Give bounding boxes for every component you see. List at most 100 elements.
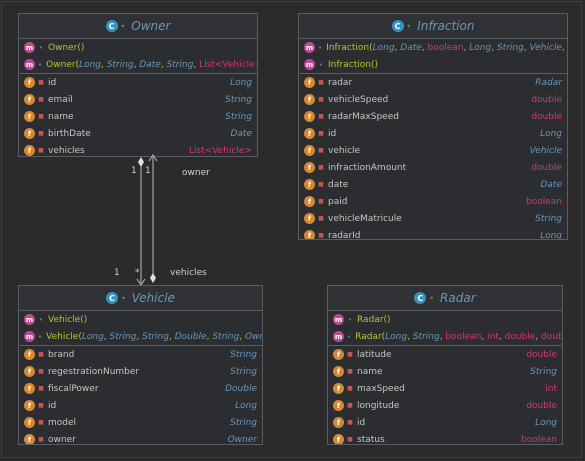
- method-row[interactable]: m• Infraction(): [299, 56, 567, 73]
- param-type: Owner: [244, 331, 262, 342]
- param-separator: ,: [491, 42, 497, 53]
- field-type: String: [230, 366, 257, 377]
- lock-icon: ■: [318, 113, 324, 120]
- param-type: String: [412, 331, 440, 342]
- method-signature: Infraction(): [328, 60, 378, 70]
- lock-icon: ■: [38, 402, 44, 409]
- class-header[interactable]: C•Radar: [328, 286, 562, 311]
- param-type: String: [166, 59, 194, 70]
- field-name: email: [48, 94, 73, 105]
- lock-icon: ■: [38, 351, 44, 358]
- method-row[interactable]: m•Radar(Long, String, boolean, int, doub…: [328, 328, 562, 345]
- method-m-icon: m: [304, 59, 315, 70]
- field-type: Owner: [227, 434, 257, 445]
- lock-icon: ■: [38, 368, 44, 375]
- method-name: Vehicle: [48, 314, 81, 325]
- method-row[interactable]: m•Owner(): [19, 39, 257, 56]
- class-header[interactable]: C•Infraction: [299, 14, 567, 39]
- class-title: Vehicle: [131, 291, 175, 305]
- method-signature: Infraction(Long, Date, boolean, Long, St…: [326, 42, 568, 53]
- field-type: Radar: [535, 77, 562, 88]
- param-separator: ,: [523, 42, 530, 53]
- field-name: infractionAmount: [328, 162, 407, 173]
- method-signature: Vehicle(Long, String, String, Double, St…: [46, 331, 262, 342]
- unlock-icon: •: [38, 315, 44, 324]
- param-separator: ,: [463, 42, 470, 53]
- param-type: boolean: [445, 331, 482, 342]
- field-f-icon: f: [304, 94, 315, 105]
- unlock-icon: •: [318, 43, 323, 52]
- param-separator: ,: [133, 59, 140, 70]
- field-f-icon: f: [304, 179, 315, 190]
- class-header[interactable]: C•Owner: [19, 14, 257, 39]
- method-row[interactable]: m•Vehicle(): [19, 311, 262, 328]
- paren-open: (: [369, 42, 373, 53]
- method-m-icon: m: [24, 314, 35, 325]
- method-name: Radar: [357, 314, 384, 325]
- paren-open: (: [383, 314, 388, 325]
- unlock-icon: •: [318, 60, 324, 69]
- lock-icon: ■: [38, 113, 44, 120]
- unlock-icon: •: [120, 21, 126, 31]
- param-separator: ,: [561, 42, 568, 53]
- class-header[interactable]: C•Vehicle: [19, 286, 262, 311]
- field-type: double: [526, 400, 557, 411]
- aggregation-diamond-bottom: [150, 273, 156, 283]
- field-name: id: [328, 128, 337, 139]
- methods-section: m•Vehicle()m•Vehicle(Long, String, Strin…: [19, 311, 262, 346]
- method-row[interactable]: m•Infraction(Long, Date, boolean, Long, …: [299, 39, 567, 56]
- class-c-icon: C: [414, 292, 427, 304]
- method-m-icon: m: [24, 42, 35, 53]
- lock-icon: ■: [38, 79, 44, 86]
- field-type: Long: [230, 77, 252, 88]
- lock-icon: ■: [347, 419, 353, 426]
- field-type: Date: [230, 128, 252, 139]
- param-separator: ,: [407, 331, 413, 342]
- lock-icon: ■: [38, 436, 44, 443]
- param-separator: ,: [481, 331, 488, 342]
- method-row[interactable]: m•Vehicle(Long, String, String, Double, …: [19, 328, 262, 345]
- field-name: vehicle: [328, 145, 361, 156]
- field-type: double: [531, 111, 562, 122]
- field-type: Double: [225, 383, 257, 394]
- param-separator: ,: [394, 42, 401, 53]
- method-row[interactable]: m•Radar(): [328, 311, 562, 328]
- field-f-icon: f: [24, 111, 35, 122]
- field-name: paid: [328, 196, 348, 207]
- field-type: boolean: [526, 196, 562, 207]
- lock-icon: ■: [347, 385, 353, 392]
- method-row[interactable]: m•Owner(Long, String, Date, String, List…: [19, 56, 257, 73]
